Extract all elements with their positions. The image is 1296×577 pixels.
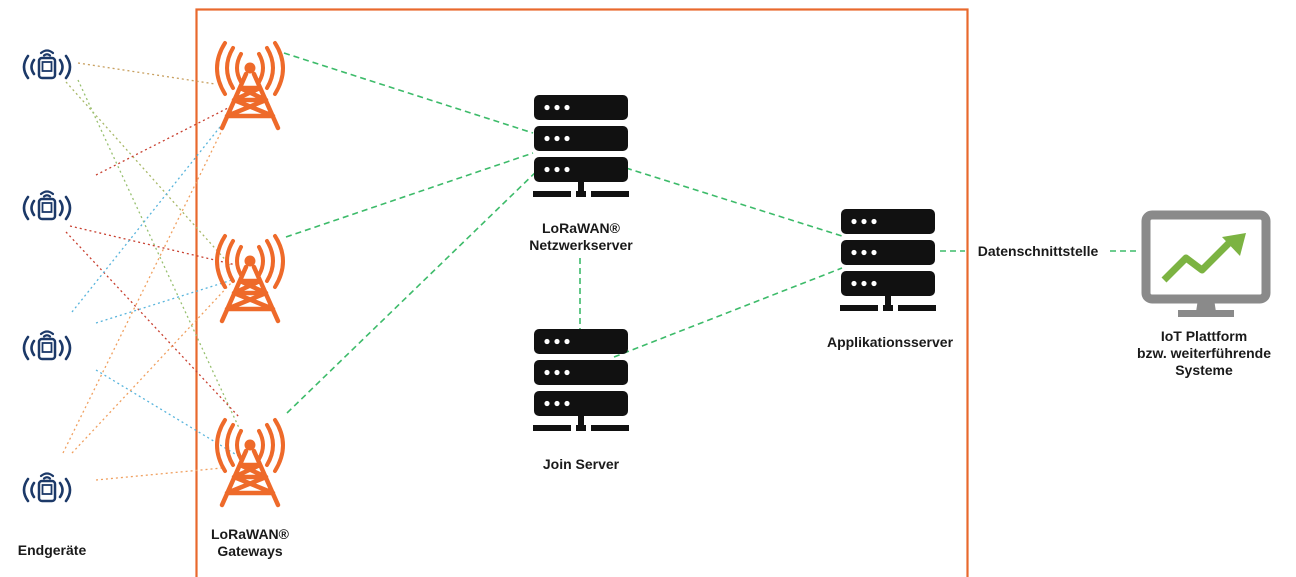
iot-label-line2: bzw. weiterführende: [1136, 345, 1272, 361]
device-gateway-links: [62, 62, 246, 481]
wireless-device-icon: [22, 49, 72, 80]
iot-label-line1: IoT Plattform: [1160, 328, 1248, 344]
gateways-label-line1: LoRaWAN®: [211, 526, 289, 542]
wireless-device-icon: [22, 330, 72, 361]
gateways-label: LoRaWAN® Gateways: [190, 526, 310, 560]
server-rack-icon: [840, 209, 936, 311]
iot-platform-label: IoT Plattform bzw. weiterführende System…: [1116, 328, 1292, 379]
wireless-device-icon: [22, 472, 72, 503]
endgeraete-label: Endgeräte: [17, 542, 87, 558]
netzwerkserver-label: LoRaWAN® Netzwerkserver: [510, 220, 652, 254]
wireless-device-icon: [22, 190, 72, 221]
monitor-chart-icon: [1141, 210, 1271, 317]
netzwerkserver-label-line1: LoRaWAN®: [542, 220, 620, 236]
applikationsserver-label: Applikationsserver: [826, 334, 954, 350]
network-frame: [195, 8, 969, 577]
gateways-label-line2: Gateways: [217, 543, 283, 559]
netzwerkserver-label-line2: Netzwerkserver: [529, 237, 633, 253]
server-rack-icon: [533, 95, 629, 197]
radio-tower-icon: [217, 236, 283, 321]
backbone-links: [283, 52, 1140, 414]
datenschnittstelle-label: Datenschnittstelle: [977, 243, 1099, 259]
server-rack-icon: [533, 329, 629, 431]
radio-tower-icon: [217, 420, 283, 505]
join-server-label: Join Server: [542, 456, 620, 472]
radio-tower-icon: [217, 43, 283, 128]
iot-label-line3: Systeme: [1175, 362, 1233, 378]
